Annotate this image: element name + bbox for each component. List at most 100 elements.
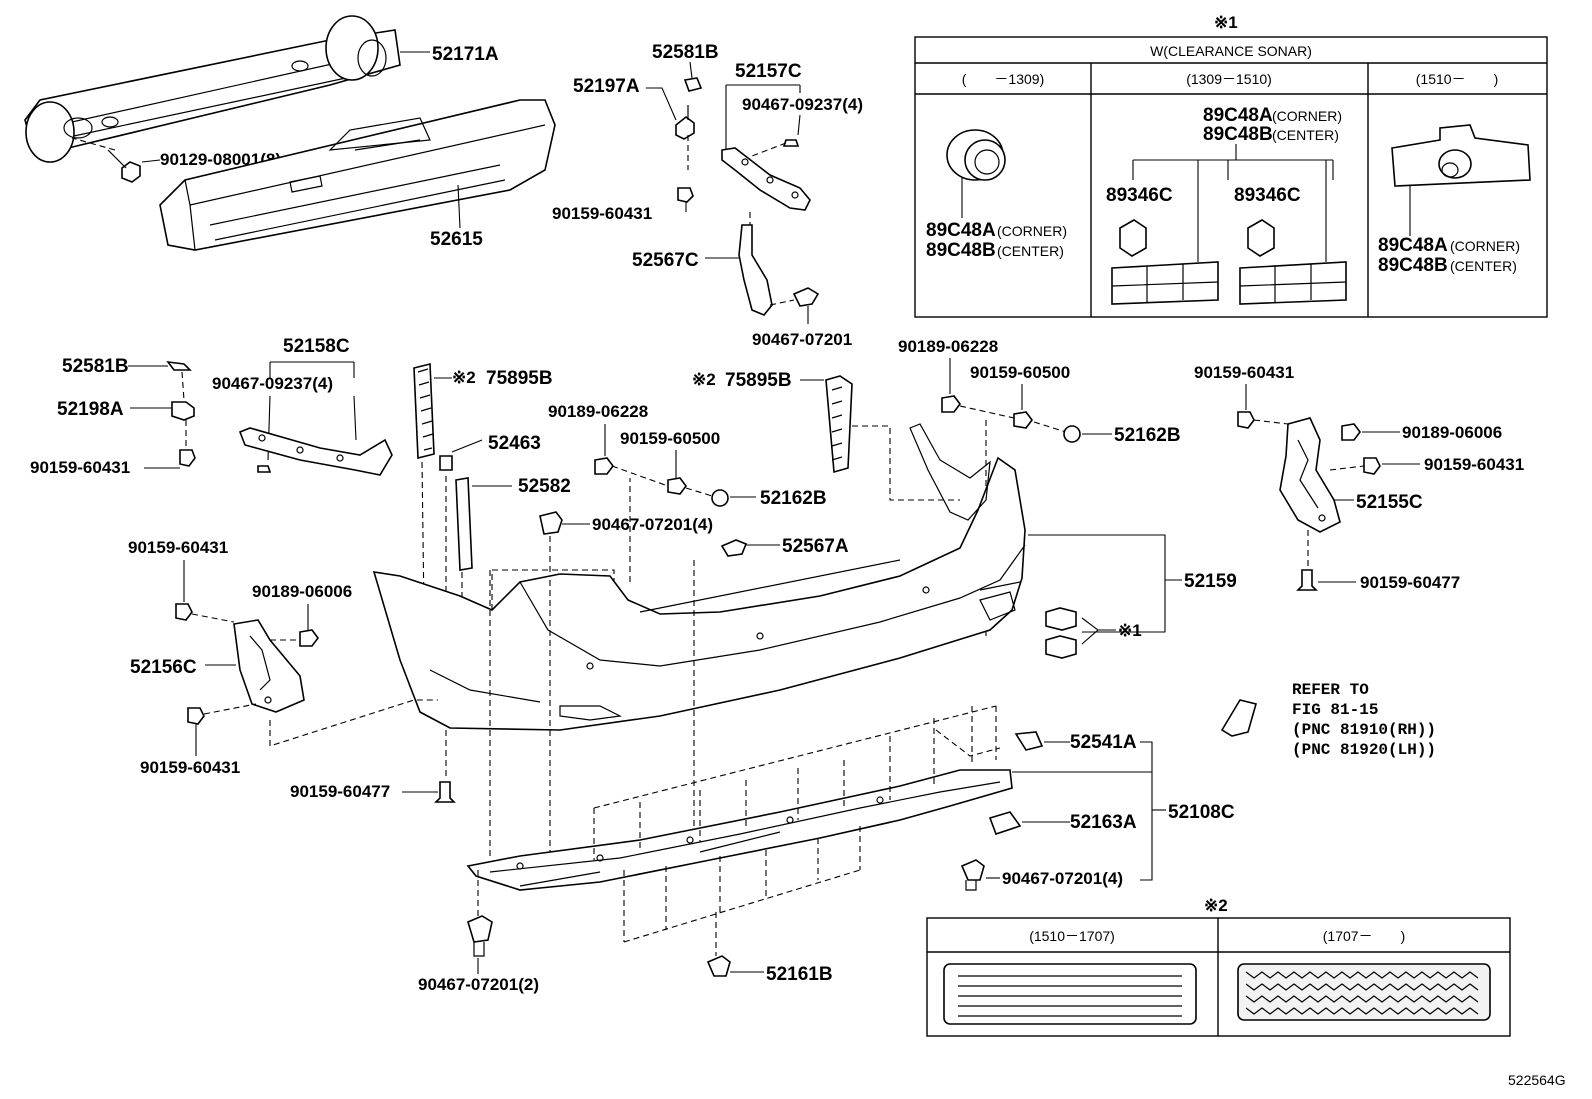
sonar-holder-lower[interactable]: [1045, 635, 1077, 659]
sonar-period-1: ( －1309): [962, 71, 1044, 87]
label-90467-09237-top: 90467-09237(4): [742, 95, 863, 114]
bracket-52155C[interactable]: [1279, 417, 1341, 533]
screw-90467-09237-top[interactable]: [782, 139, 800, 147]
absorber-52615[interactable]: [159, 99, 556, 251]
screw-90467-09237-left[interactable]: [257, 465, 272, 473]
sonar-col1-note-a: (CORNER): [997, 223, 1067, 239]
clip-52197A[interactable]: [675, 105, 695, 140]
reflector-period-2: (1707－ ): [1323, 928, 1405, 944]
label-90467-07201-2: 90467-07201(2): [418, 975, 539, 994]
seal-52581B-top[interactable]: [683, 77, 703, 92]
sonar-col2-part-b: 89C48B: [1203, 124, 1273, 145]
bolt-90159-60431-lb1[interactable]: [175, 603, 193, 621]
sonar-table-title: W(CLEARANCE SONAR): [1150, 43, 1312, 59]
sonar-col2-left-part: 89346C: [1106, 185, 1173, 206]
diagram-code: 522564G: [1508, 1072, 1566, 1088]
sonar-sensor-col1[interactable]: [946, 129, 1006, 181]
label-90467-07201-4-bot: 90467-07201(4): [1002, 869, 1123, 888]
label-52162B-right: 52162B: [1114, 425, 1181, 446]
label-90159-60431-top: 90159-60431: [552, 204, 652, 223]
sonar-col1-note-b: (CENTER): [997, 243, 1064, 259]
clip-90467-07201-top[interactable]: [792, 287, 820, 307]
cap-52541A[interactable]: [1014, 731, 1044, 751]
bolt-90159-60431-top[interactable]: [677, 187, 694, 203]
refer-line-4: (PNC 81920(LH)): [1292, 741, 1436, 759]
clip-90467-07201-mid[interactable]: [539, 511, 563, 535]
reflector-75895B-right[interactable]: [825, 375, 853, 474]
sonar-period-3: (1510－ ): [1416, 71, 1498, 87]
bolt-90129-08001[interactable]: [107, 149, 141, 183]
seal-52581B-left[interactable]: [166, 360, 192, 371]
label-52197A: 52197A: [573, 76, 640, 97]
reflector-table-mark: ※2: [1204, 896, 1228, 915]
sonar-sensor-col2-right[interactable]: [1239, 219, 1347, 305]
reflector-pattern-mesh: [1237, 963, 1491, 1021]
reinforcement-52171A[interactable]: [24, 15, 401, 163]
label-75895B-left: 75895B: [486, 368, 553, 389]
sonar-sensor-col2-left[interactable]: [1111, 219, 1219, 305]
sonar-col1-part-a: 89C48A: [926, 220, 996, 241]
label-52463: 52463: [488, 433, 541, 454]
clip-52161B[interactable]: [706, 955, 731, 977]
label-52541A: 52541A: [1070, 732, 1137, 753]
bolt-90159-60477-rt[interactable]: [1296, 569, 1318, 591]
refer-part-icon[interactable]: [1220, 699, 1257, 737]
bolt-90159-60431-rt2[interactable]: [1363, 457, 1381, 475]
sonar-col2-note-b: (CENTER): [1272, 127, 1339, 143]
refer-line-3: (PNC 81910(RH)): [1292, 721, 1436, 739]
label-52156C: 52156C: [130, 657, 197, 678]
retainer-52158C[interactable]: [238, 427, 393, 476]
sonar-col3-part-a: 89C48A: [1378, 235, 1448, 256]
retainer-52157C[interactable]: [721, 147, 811, 211]
reflector-period-1: (1510－1707): [1029, 928, 1115, 944]
grommet-52162B-mid[interactable]: [711, 489, 729, 507]
sonar-col3-note-a: (CORNER): [1450, 238, 1520, 254]
nut-90189-06006-rt[interactable]: [1341, 423, 1361, 441]
cap-52163A[interactable]: [988, 811, 1022, 836]
label-90467-09237-left: 90467-09237(4): [212, 374, 333, 393]
sonar-col3-part-b: 89C48B: [1378, 255, 1448, 276]
label-52615: 52615: [430, 229, 483, 250]
clip-90467-07201-4-bot[interactable]: [960, 859, 985, 891]
label-90159-60477-rt: 90159-60477: [1360, 573, 1460, 592]
label-52157C: 52157C: [735, 61, 802, 82]
bolt-90159-60477-lb[interactable]: [434, 781, 456, 803]
bolt-90159-60431-lb2[interactable]: [187, 707, 205, 725]
bracket-52567C[interactable]: [738, 224, 773, 316]
clip-52198A[interactable]: [171, 401, 195, 421]
bolt-90159-60431-rt[interactable]: [1237, 411, 1255, 429]
sonar-sensor-col3[interactable]: [1391, 124, 1531, 187]
lower-spoiler-52108C[interactable]: [466, 769, 1013, 891]
label-90467-07201-4-mid: 90467-07201(4): [592, 515, 713, 534]
bolt-90159-60500-mid[interactable]: [667, 477, 687, 495]
sonar-col2-right-part: 89346C: [1234, 185, 1301, 206]
bolt-90159-60500-right[interactable]: [1013, 411, 1033, 429]
bracket-52156C[interactable]: [233, 619, 305, 713]
seal-52582[interactable]: [455, 477, 473, 571]
label-90159-60431-lb2: 90159-60431: [140, 758, 240, 777]
label-52198A: 52198A: [57, 399, 124, 420]
bolt-90159-60431-left[interactable]: [179, 449, 196, 467]
nut-90189-06006-lb[interactable]: [299, 629, 319, 647]
nut-90189-06228-right[interactable]: [941, 395, 961, 413]
sonar-period-2: (1309－1510): [1186, 71, 1272, 87]
nut-90189-06228-mid[interactable]: [594, 457, 614, 475]
refer-line-1: REFER TO: [1292, 681, 1369, 699]
clip-52567A[interactable]: [720, 539, 748, 557]
sonar-holder-upper[interactable]: [1045, 607, 1077, 631]
label-52162B-mid: 52162B: [760, 488, 827, 509]
label-52581B-left: 52581B: [62, 356, 129, 377]
label-52567C: 52567C: [632, 250, 699, 271]
label-90189-06006-lb: 90189-06006: [252, 582, 352, 601]
label-90189-06228-mid: 90189-06228: [548, 402, 648, 421]
sonar-table-mark: ※1: [1214, 13, 1238, 32]
label-90189-06006-rt: 90189-06006: [1402, 423, 1502, 442]
label-90159-60431-rt: 90159-60431: [1194, 363, 1294, 382]
clip-90467-07201-2[interactable]: [467, 915, 493, 957]
seal-52463[interactable]: [439, 455, 453, 471]
reflector-75895B-left[interactable]: [413, 362, 435, 460]
grommet-52162B-right[interactable]: [1063, 425, 1081, 443]
bumper-cover-52159[interactable]: [372, 423, 1026, 731]
label-52582: 52582: [518, 476, 571, 497]
label-52581B-top: 52581B: [652, 42, 719, 63]
